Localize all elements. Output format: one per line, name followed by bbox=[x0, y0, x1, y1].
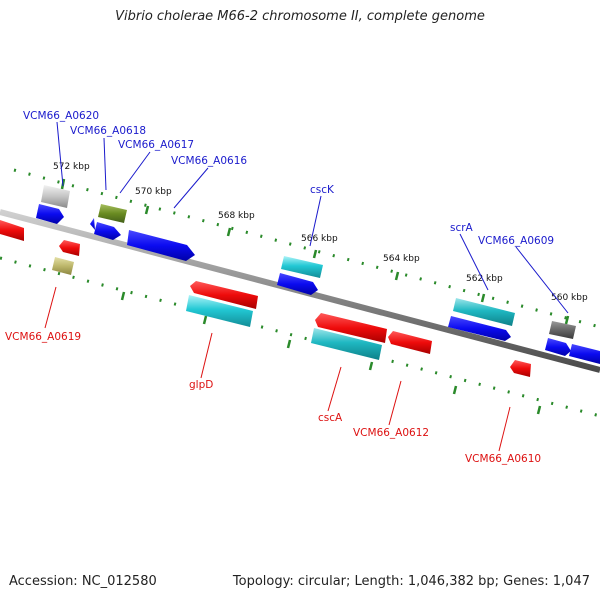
gene-feature-blue-3[interactable] bbox=[94, 222, 121, 240]
gene-feature-red-4[interactable] bbox=[315, 313, 387, 343]
tick-label-566: 566 kbp bbox=[301, 234, 338, 244]
gene-feature-red-5[interactable] bbox=[388, 331, 432, 354]
gene-feature-blue-7[interactable] bbox=[545, 338, 571, 356]
tick-label-568: 568 kbp bbox=[218, 211, 255, 221]
gene-label-glpd[interactable]: glpD bbox=[189, 379, 213, 391]
gene-feature-dark[interactable] bbox=[549, 321, 576, 339]
gene-label-vcm66-a0617[interactable]: VCM66_A0617 bbox=[118, 139, 194, 151]
tick-label-570: 570 kbp bbox=[135, 187, 172, 197]
gene-label-vcm66-a0620[interactable]: VCM66_A0620 bbox=[23, 110, 99, 122]
gene-feature-cyan-4[interactable] bbox=[453, 298, 515, 326]
gene-feature-blue-8[interactable] bbox=[569, 344, 600, 364]
tick-label-562: 562 kbp bbox=[466, 274, 503, 284]
genome-summary: Topology: circular; Length: 1,046,382 bp… bbox=[232, 574, 590, 589]
tick-label-572: 572 kbp bbox=[53, 162, 90, 172]
gene-feature-khaki[interactable] bbox=[52, 257, 74, 275]
gene-label-vcm66-a0609[interactable]: VCM66_A0609 bbox=[478, 235, 554, 247]
gene-feature-cyan-2[interactable] bbox=[186, 295, 253, 327]
gene-feature-silver[interactable] bbox=[41, 185, 70, 208]
gene-feature-red-3[interactable] bbox=[190, 281, 258, 309]
gene-label-scra[interactable]: scrA bbox=[450, 222, 474, 234]
tick-label-560: 560 kbp bbox=[551, 293, 588, 303]
gene-feature-red-2[interactable] bbox=[59, 240, 80, 256]
gene-label-csck[interactable]: cscK bbox=[310, 184, 335, 196]
gene-feature-blue-4[interactable] bbox=[127, 230, 195, 261]
gene-label-vcm66-a0619[interactable]: VCM66_A0619 bbox=[5, 331, 81, 343]
upper-scale-track bbox=[13, 168, 600, 329]
gene-label-vcm66-a0610[interactable]: VCM66_A0610 bbox=[465, 453, 541, 465]
gene-label-vcm66-a0612[interactable]: VCM66_A0612 bbox=[353, 427, 429, 439]
major-ticks bbox=[60, 178, 570, 415]
gene-feature-olive[interactable] bbox=[98, 204, 127, 223]
leader-lines-plus bbox=[56, 121, 569, 314]
gene-label-csca[interactable]: cscA bbox=[318, 412, 343, 424]
gene-feature-red-6[interactable] bbox=[510, 360, 531, 377]
gene-feature-red-1[interactable] bbox=[0, 220, 24, 241]
gene-feature-blue-2[interactable] bbox=[90, 218, 95, 230]
gene-feature-blue-1[interactable] bbox=[36, 204, 64, 224]
leader-lines-minus bbox=[44, 286, 511, 452]
gene-label-vcm66-a0616[interactable]: VCM66_A0616 bbox=[171, 155, 247, 167]
gene-feature-cyan-3[interactable] bbox=[311, 328, 382, 360]
tick-label-564: 564 kbp bbox=[383, 254, 420, 264]
gene-feature-blue-6[interactable] bbox=[448, 316, 511, 341]
accession-label: Accession: NC_012580 bbox=[9, 574, 157, 589]
gene-feature-cyan-1[interactable] bbox=[281, 256, 323, 278]
gene-label-vcm66-a0618[interactable]: VCM66_A0618 bbox=[70, 125, 146, 137]
gene-feature-blue-5[interactable] bbox=[277, 273, 318, 295]
map-title: Vibrio cholerae M66-2 chromosome II, com… bbox=[115, 9, 485, 24]
